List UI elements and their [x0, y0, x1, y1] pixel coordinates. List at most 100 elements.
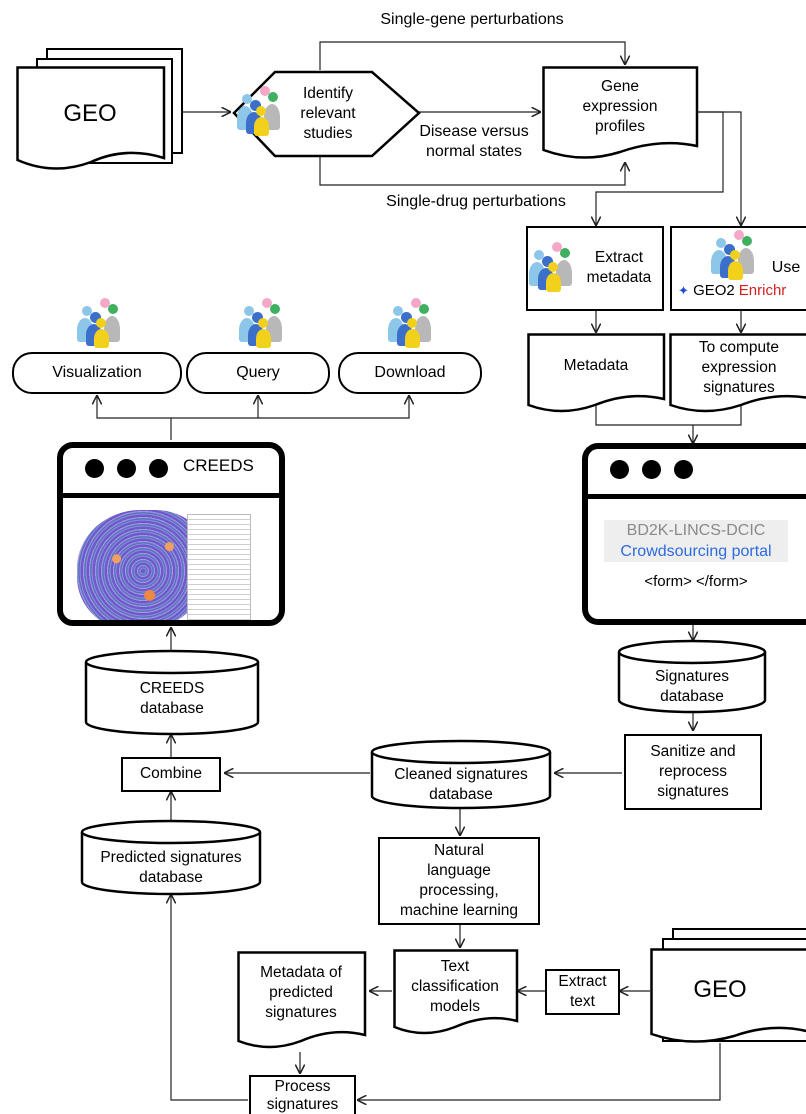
gene-expression-node	[542, 66, 699, 159]
portal-line-2: Crowdsourcing portal	[604, 541, 788, 562]
portal-line-3: <form> </form>	[644, 573, 748, 590]
creeds-window-title: CREEDS	[183, 456, 254, 475]
nlp-line-3: processing,	[419, 882, 499, 899]
label-disease-normal-1: Disease versus	[419, 123, 529, 140]
geo-bottom-document	[650, 948, 806, 1043]
people-crowd-icon	[708, 228, 754, 280]
edge-expression-use	[697, 111, 741, 225]
label-single-gene: Single-gene perturbations	[380, 11, 564, 28]
compute-line-1: To compute	[698, 338, 780, 356]
visualization-button[interactable]: Visualization	[12, 352, 182, 394]
compute-signatures-node	[669, 333, 806, 413]
identify-line-2: relevant	[300, 104, 356, 122]
creeds-browser-window: CREEDS	[57, 442, 285, 626]
identify-line-1: Identify	[303, 84, 353, 102]
extract-text-box: Extract text	[545, 969, 620, 1015]
sigdb-line-1: Signatures	[654, 667, 730, 685]
enrichr-text: Enrichr	[738, 282, 787, 299]
people-crowd-icon	[385, 296, 431, 348]
signatures-db-label: Signatures database	[617, 666, 767, 708]
people-crowd-icon	[74, 296, 120, 348]
geo-bottom-label: GEO	[693, 976, 747, 1004]
extract-metadata-label: Extract metadata	[576, 240, 662, 296]
creeds-db-line-1: CREEDS	[139, 679, 205, 697]
identify-line-3: studies	[303, 125, 353, 143]
extract-text-line-1: Extract	[558, 972, 607, 990]
meta-predicted-label: Metadata of predicted signatures	[237, 953, 365, 1033]
metadata-node	[527, 333, 666, 413]
nlp-line-1: Natural	[434, 841, 484, 859]
metadata-label: Metadata	[563, 356, 629, 374]
sigdb-line-2: database	[660, 688, 724, 705]
download-button[interactable]: Download	[338, 352, 482, 394]
gene-expr-line-1: Gene	[601, 77, 639, 95]
geo-top-label: GEO	[63, 100, 117, 128]
creeds-db-cylinder	[84, 649, 260, 736]
extract-meta-line-1: Extract	[594, 248, 644, 266]
use-label: Use	[771, 259, 801, 276]
signatures-db-cylinder	[617, 639, 767, 714]
meta-predicted-line-2: predicted	[269, 983, 333, 1001]
sanitize-line-2: reprocess	[658, 762, 728, 780]
cleaned-line-2: database	[429, 786, 493, 803]
edge-geo-process	[358, 1043, 721, 1100]
edge-single-gene	[319, 41, 625, 70]
sanitize-line-1: Sanitize and	[650, 742, 736, 760]
predicted-db-cylinder	[80, 819, 262, 896]
text-models-line-2: classification	[411, 977, 499, 995]
compute-signatures-label: To compute expression signatures	[669, 335, 806, 401]
compute-line-3: signatures	[703, 379, 775, 397]
edge-single-drug	[319, 155, 625, 186]
process-line-2: signatures	[266, 1095, 339, 1113]
edge-window-visualization	[97, 396, 172, 440]
text-models-label: Text classification models	[393, 951, 517, 1023]
meta-predicted-line-3: signatures	[265, 1004, 337, 1022]
people-crowd-icon	[236, 296, 282, 348]
edge-merge	[595, 405, 742, 426]
gene-expression-label: Gene expression profiles	[544, 68, 696, 146]
label-single-drug: Single-drug perturbations	[386, 193, 566, 210]
sanitize-line-3: signatures	[657, 783, 729, 801]
nlp-line-2: language	[427, 861, 491, 879]
identify-label: Identify relevant studies	[282, 76, 374, 152]
predicted-line-2: database	[139, 869, 203, 886]
geo2-text: GEO2	[693, 282, 735, 299]
combine-box: Combine	[121, 757, 221, 792]
people-crowd-icon	[526, 240, 572, 292]
meta-predicted-line-1: Metadata of	[260, 963, 342, 981]
predicted-db-label: Predicted signatures database	[80, 846, 262, 890]
predicted-line-1: Predicted signatures	[100, 848, 242, 866]
screenshot-inset-icon	[187, 514, 251, 620]
people-crowd-icon	[234, 84, 280, 136]
creeds-db-label: CREEDS database	[84, 676, 260, 722]
meta-predicted-node	[237, 951, 367, 1049]
compute-line-2: expression	[701, 358, 777, 376]
extract-meta-line-2: metadata	[586, 269, 652, 286]
portal-line-1: BD2K-LINCS-DCIC	[604, 520, 788, 541]
query-button[interactable]: Query	[186, 352, 330, 394]
identify-diamond	[232, 70, 421, 158]
nlp-box: Natural language processing, machine lea…	[378, 837, 540, 925]
edge-window-download	[258, 396, 409, 419]
cleaned-db-label: Cleaned signatures database	[370, 764, 552, 806]
geo-top-document	[16, 66, 166, 170]
text-models-line-3: models	[430, 998, 480, 1016]
edge-process-predicted	[171, 895, 248, 1101]
geo2enrichr-glyph-icon: ✦	[678, 283, 689, 298]
process-line-1: Process	[274, 1077, 331, 1095]
portal-browser-window: BD2K-LINCS-DCIC Crowdsourcing portal <fo…	[582, 443, 806, 625]
extract-text-line-2: text	[570, 993, 595, 1010]
cleaned-line-1: Cleaned signatures	[394, 765, 528, 783]
edge-window-query	[171, 396, 258, 419]
text-models-node	[393, 949, 519, 1035]
creeds-db-line-2: database	[140, 700, 204, 717]
cleaned-db-cylinder	[370, 739, 552, 810]
label-disease-normal-2: normal states	[425, 143, 523, 160]
gene-expr-line-3: profiles	[595, 118, 645, 136]
sanitize-box: Sanitize and reprocess signatures	[624, 734, 762, 810]
text-models-line-1: Text	[440, 957, 470, 975]
process-signatures-box: Process signatures	[249, 1075, 356, 1114]
